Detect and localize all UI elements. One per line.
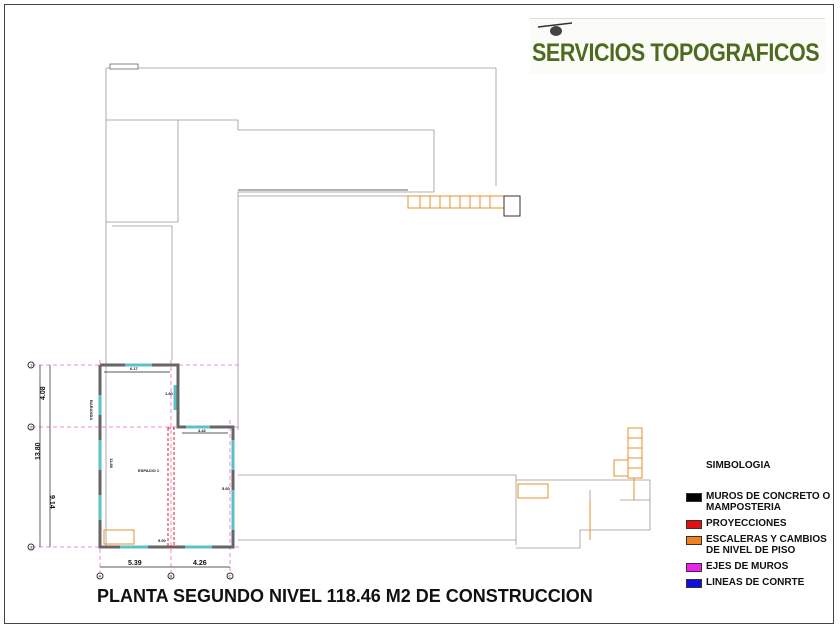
walls: [98, 363, 235, 549]
plan-title: PLANTA SEGUNDO NIVEL 118.46 M2 DE CONSTR…: [97, 586, 593, 606]
dim-inner-13-80: 13.80: [109, 458, 114, 469]
legend-swatch: [686, 536, 702, 545]
side-label: BARANDA: [89, 400, 94, 420]
axis-3: 3: [30, 545, 33, 550]
stair-espacio: [103, 529, 135, 545]
legend-label: EJES DE MUROS: [706, 561, 789, 572]
stair-upper: [407, 195, 521, 217]
legend-item-escaleras: ESCALERAS Y CAMBIOS DE NIVEL DE PISO: [686, 534, 836, 556]
axis-b: B: [170, 574, 173, 579]
existing-outline: [105, 63, 651, 549]
legend-item-lineas: LINEAS DE CONRTE: [686, 577, 836, 588]
dim-1-80: 1.80: [165, 391, 174, 396]
legend-title: SIMBOLOGIA: [706, 460, 771, 471]
room-label: ESPACIO 1: [138, 468, 160, 473]
legend-item-ejes: EJES DE MUROS: [686, 561, 836, 572]
legend-swatch: [686, 563, 702, 572]
company-logo: SERVICIOS TOPOGRAFICOS: [530, 18, 825, 74]
dim-9-14: 9.14: [48, 495, 55, 509]
projection: [167, 427, 175, 547]
legend-swatch: [686, 520, 702, 529]
dimension-lines: [39, 365, 230, 568]
dim-5-00: 5.00: [158, 538, 167, 543]
drone-icon: [537, 22, 573, 36]
legend-swatch: [686, 579, 702, 588]
dim-6-17: 6.17: [130, 366, 139, 371]
legend-label: PROYECCIONES: [706, 518, 787, 529]
drawing-frame: [4, 4, 834, 624]
axis-c: C: [229, 574, 232, 579]
dim-4-08: 4.08: [40, 386, 47, 400]
dim-13-80: 13.80: [35, 442, 42, 460]
dim-5-39: 5.39: [128, 560, 142, 567]
logo-text: SERVICIOS TOPOGRAFICOS: [532, 39, 820, 67]
axis-1: 1: [30, 363, 33, 368]
legend-label: ESCALERAS Y CAMBIOS DE NIVEL DE PISO: [706, 534, 827, 556]
legend-label: LINEAS DE CONRTE: [706, 577, 805, 588]
wall-axes: [32, 360, 240, 572]
axis-2: 2: [30, 425, 33, 430]
legend-swatch: [686, 493, 702, 502]
legend-label: MUROS DE CONCRETO O MAMPOSTERIA: [706, 491, 831, 513]
windows: [98, 363, 235, 549]
dim-4-26: 4.26: [193, 560, 207, 567]
stair-lower-right: [517, 427, 643, 540]
legend-item-proyecciones: PROYECCIONES: [686, 518, 836, 529]
dim-4-42: 4.42: [198, 428, 207, 433]
legend-item-muros: MUROS DE CONCRETO O MAMPOSTERIA: [686, 491, 836, 513]
axis-a: A: [99, 574, 102, 579]
legend: SIMBOLOGIA MUROS DE CONCRETO O MAMPOSTER…: [686, 460, 836, 593]
dim-5-60: 5.60: [222, 486, 231, 491]
